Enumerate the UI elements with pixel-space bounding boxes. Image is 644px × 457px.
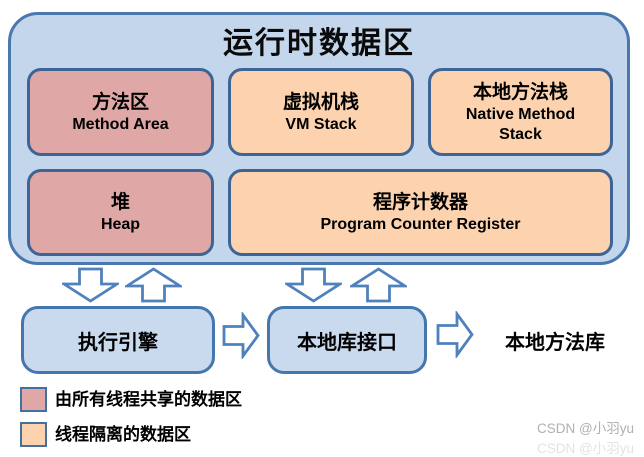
down-arrow-icon [62, 267, 119, 303]
csdn-watermark-faint: CSDN @小羽yu [537, 441, 634, 456]
jvm-runtime-diagram: { "colors": { "shared_fill": "#dfa8a7", … [8, 12, 634, 456]
csdn-watermark: CSDN @小羽yu [537, 421, 634, 436]
execution-engine-box: 执行引擎 [21, 306, 215, 374]
vm-stack-label-zh: 虚拟机栈 [282, 91, 359, 113]
vm-stack-box: 虚拟机栈 VM Stack [228, 68, 414, 156]
legend-shared-swatch [20, 387, 47, 412]
native-method-library-label: 本地方法库 [505, 331, 605, 354]
runtime-data-area-title: 运行时数据区 [223, 27, 415, 60]
right-arrow-icon [222, 312, 260, 359]
method-area-label-en: Method Area [72, 115, 169, 133]
native-method-stack-box: 本地方法栈 Native Method Stack [428, 68, 613, 156]
method-area-box: 方法区 Method Area [27, 68, 214, 156]
native-interface-label: 本地库接口 [297, 331, 397, 354]
native-interface-box: 本地库接口 [267, 306, 427, 374]
native-method-stack-label-zh: 本地方法栈 [472, 81, 568, 103]
right-arrow-icon [436, 311, 474, 358]
down-arrow-icon [285, 267, 342, 303]
legend-isolated-label: 线程隔离的数据区 [55, 425, 191, 444]
heap-label-en: Heap [100, 216, 141, 233]
legend-shared-label: 由所有线程共享的数据区 [55, 390, 242, 409]
heap-label-zh: 堆 [110, 192, 130, 213]
legend-isolated-swatch [20, 422, 47, 447]
vm-stack-label-en: VM Stack [285, 115, 357, 133]
pc-register-label-en: Program Counter Register [320, 216, 521, 233]
up-arrow-icon [125, 267, 182, 303]
pc-register-label-zh: 程序计数器 [372, 192, 468, 213]
heap-box: 堆 Heap [27, 169, 214, 256]
method-area-label-zh: 方法区 [91, 91, 149, 113]
program-counter-register-box: 程序计数器 Program Counter Register [228, 169, 613, 256]
native-method-stack-label-en: Native Method Stack [465, 105, 576, 143]
execution-engine-label: 执行引擎 [78, 331, 158, 354]
up-arrow-icon [350, 267, 407, 303]
